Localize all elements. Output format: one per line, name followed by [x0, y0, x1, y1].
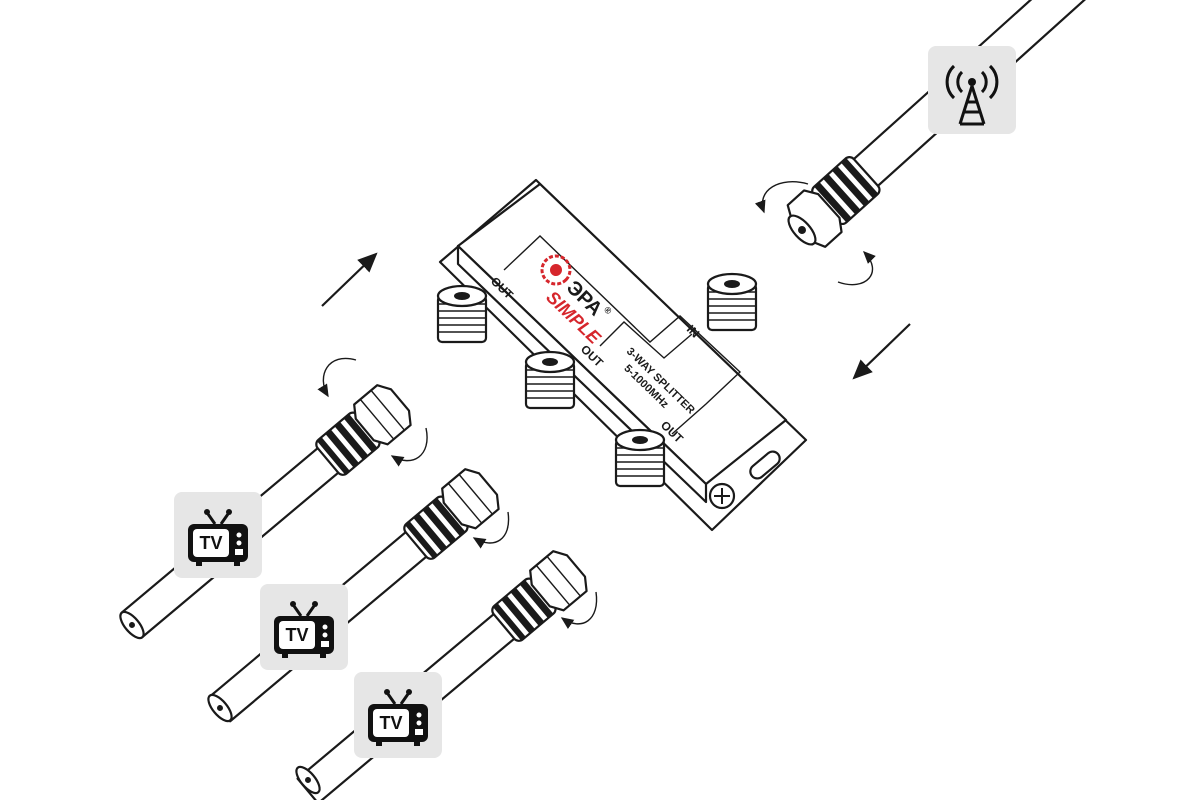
- ground-screw: [708, 482, 736, 510]
- direction-arrow-in: [852, 323, 911, 380]
- rotate-arrow-icon: [754, 181, 809, 214]
- splitter-body: ЭРА ® SIMPLE 3-WAY SPLITTER 5-1000MHz OU…: [438, 178, 808, 532]
- port-out-3[interactable]: [614, 428, 666, 488]
- antenna-icon: [945, 64, 999, 126]
- mounting-slot: [749, 450, 781, 480]
- rotate-arrow-icon: [390, 427, 428, 467]
- port-out-1[interactable]: [436, 284, 488, 344]
- tv-label: TV: [199, 533, 222, 553]
- tv-badge-1: TV: [174, 492, 262, 578]
- tv-label: TV: [379, 713, 402, 733]
- tv-icon: TV: [186, 507, 250, 568]
- port-out-2[interactable]: [524, 350, 576, 410]
- tv-badge-3: TV: [354, 672, 442, 758]
- tv-badge-2: TV: [260, 584, 348, 670]
- rotate-arrow-icon: [317, 357, 357, 398]
- rotate-arrow-icon: [837, 251, 876, 286]
- port-in[interactable]: [706, 272, 758, 332]
- tv-icon: TV: [272, 599, 336, 660]
- tv-icon: TV: [366, 687, 430, 748]
- tv-label: TV: [285, 625, 308, 645]
- rotate-arrow-icon: [560, 591, 598, 630]
- direction-arrow-out: [321, 252, 378, 307]
- antenna-badge: [928, 46, 1016, 134]
- brand-mark: ®: [602, 304, 614, 316]
- rotate-arrow-icon: [472, 511, 510, 549]
